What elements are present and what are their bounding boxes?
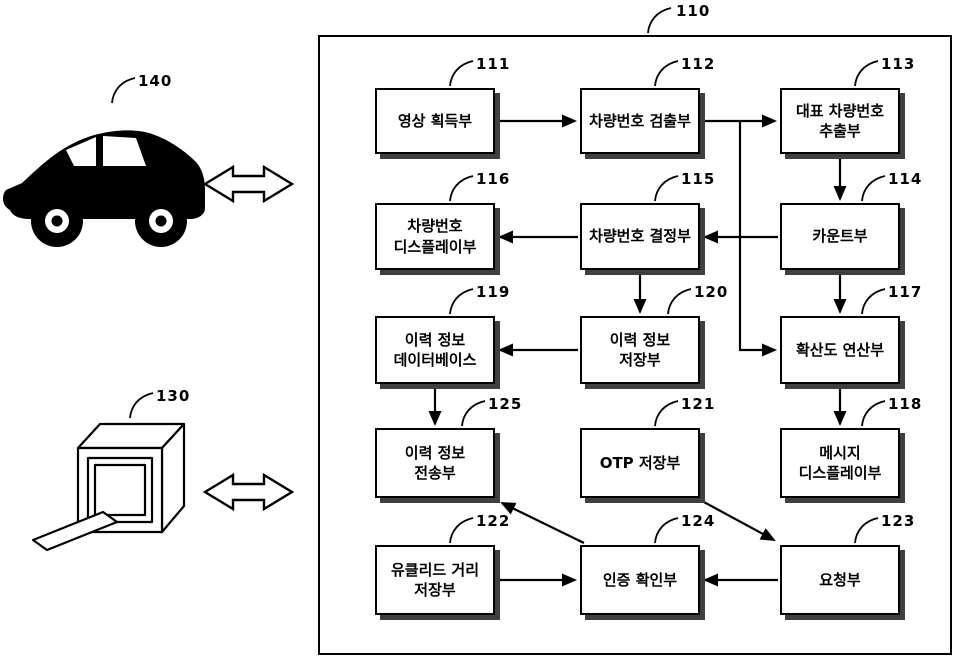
ref-label-140: 140 bbox=[138, 72, 173, 90]
leader-125 bbox=[461, 400, 486, 427]
leader-115 bbox=[654, 175, 679, 202]
arrow-112-to-117 bbox=[738, 121, 777, 357]
block-otp-storage-unit: OTP 저장부 bbox=[580, 428, 700, 498]
block-label: 이력 정보 전송부 bbox=[404, 443, 466, 482]
leader-121 bbox=[654, 400, 679, 427]
block-history-info-storage-unit: 이력 정보 저장부 bbox=[580, 316, 700, 384]
block-label: 이력 정보 데이터베이스 bbox=[393, 330, 477, 369]
ref-label-121: 121 bbox=[681, 395, 716, 413]
ref-label-117: 117 bbox=[888, 283, 923, 301]
arrow-121-to-123 bbox=[701, 500, 776, 541]
leader-119 bbox=[449, 288, 474, 315]
block-label: OTP 저장부 bbox=[599, 453, 681, 472]
ref-label-123: 123 bbox=[881, 512, 916, 530]
ref-label-125: 125 bbox=[488, 395, 523, 413]
block-history-info-transmission-unit: 이력 정보 전송부 bbox=[375, 428, 495, 498]
block-message-display-unit: 메시지 디스플레이부 bbox=[780, 428, 900, 498]
block-diffusion-calculation-unit: 확산도 연산부 bbox=[780, 316, 900, 384]
car-side-silhouette-icon bbox=[2, 130, 205, 247]
block-label: 영상 획득부 bbox=[397, 111, 473, 130]
ref-label-116: 116 bbox=[476, 170, 511, 188]
ref-label-130: 130 bbox=[156, 387, 191, 405]
ref-label-124: 124 bbox=[681, 512, 716, 530]
block-label: 차량번호 검출부 bbox=[589, 111, 691, 130]
car-front-window bbox=[66, 137, 96, 166]
bidirectional-arrow-vehicle-icon bbox=[202, 164, 295, 204]
leader-130 bbox=[129, 392, 154, 419]
block-image-acquisition-unit: 영상 획득부 bbox=[375, 88, 495, 154]
leader-123 bbox=[854, 517, 879, 544]
block-plate-number-determination-unit: 차량번호 결정부 bbox=[580, 203, 700, 270]
block-plate-number-display-unit: 차량번호 디스플레이부 bbox=[375, 203, 495, 270]
monitor-screen bbox=[93, 463, 147, 517]
block-representative-plate-number-extraction-unit: 대표 차량번호 추출부 bbox=[780, 88, 900, 154]
block-authentication-check-unit: 인증 확인부 bbox=[580, 545, 700, 615]
ref-label-122: 122 bbox=[476, 512, 511, 530]
block-label: 메시지 디스플레이부 bbox=[798, 443, 882, 482]
block-label: 차량번호 디스플레이부 bbox=[393, 217, 477, 256]
block-label: 차량번호 결정부 bbox=[589, 227, 691, 246]
leader-110 bbox=[647, 7, 672, 34]
block-euclidean-distance-storage-unit: 유클리드 거리 저장부 bbox=[375, 545, 495, 615]
leader-120 bbox=[667, 288, 692, 315]
leader-140 bbox=[111, 77, 136, 104]
block-history-info-database: 이력 정보 데이터베이스 bbox=[375, 316, 495, 384]
leader-114 bbox=[861, 175, 886, 202]
leader-118 bbox=[861, 400, 886, 427]
leader-116 bbox=[449, 175, 474, 202]
car-rear-window bbox=[103, 136, 146, 166]
system-boundary-box bbox=[318, 35, 952, 655]
leader-113 bbox=[854, 60, 879, 87]
block-plate-number-detection-unit: 차량번호 검출부 bbox=[580, 88, 700, 154]
leader-112 bbox=[654, 60, 679, 87]
ref-label-118: 118 bbox=[888, 395, 923, 413]
ref-label-113: 113 bbox=[881, 55, 916, 73]
block-label: 요청부 bbox=[819, 570, 861, 589]
ref-label-119: 119 bbox=[476, 283, 511, 301]
ref-label-111: 111 bbox=[476, 55, 511, 73]
block-label: 유클리드 거리 저장부 bbox=[390, 560, 480, 599]
ref-label-110: 110 bbox=[676, 2, 711, 20]
ref-label-115: 115 bbox=[681, 170, 716, 188]
keyboard bbox=[31, 510, 119, 552]
block-label: 대표 차량번호 추출부 bbox=[795, 101, 885, 140]
leader-117 bbox=[861, 288, 886, 315]
block-label: 이력 정보 저장부 bbox=[609, 330, 671, 369]
arrow-124-to-125 bbox=[500, 502, 585, 544]
ref-label-120: 120 bbox=[694, 283, 729, 301]
block-label: 카운트부 bbox=[812, 227, 868, 246]
block-label: 확산도 연산부 bbox=[795, 340, 885, 359]
block-count-unit: 카운트부 bbox=[780, 203, 900, 270]
desktop-computer-icon bbox=[31, 422, 186, 552]
leader-122 bbox=[449, 517, 474, 544]
ref-label-114: 114 bbox=[888, 170, 923, 188]
bidirectional-arrow-terminal-icon bbox=[202, 472, 295, 512]
block-request-unit: 요청부 bbox=[780, 545, 900, 615]
leader-124 bbox=[654, 517, 679, 544]
block-label: 인증 확인부 bbox=[602, 570, 678, 589]
leader-111 bbox=[449, 60, 474, 87]
ref-label-112: 112 bbox=[681, 55, 716, 73]
